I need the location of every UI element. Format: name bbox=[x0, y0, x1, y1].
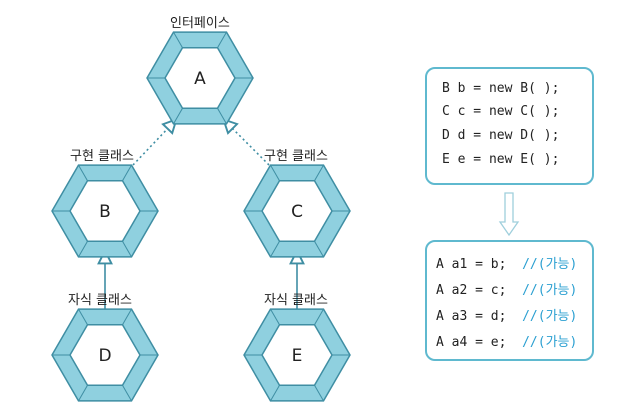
down-arrow-icon bbox=[498, 192, 520, 237]
edge-b-to-a bbox=[132, 124, 172, 166]
node-label: C bbox=[291, 202, 303, 222]
declaration-line: B b = new B( ); bbox=[442, 81, 560, 96]
hexagon-inner bbox=[164, 46, 236, 110]
assignment-line: A a2 = c; //(가능) bbox=[436, 279, 577, 298]
hexagon-facet-line bbox=[122, 308, 132, 325]
hexagon-facet-line bbox=[314, 241, 324, 258]
assignment-comment: //(가능) bbox=[522, 309, 578, 324]
declaration-line: E e = new E( ); bbox=[442, 152, 560, 167]
hexagon-facet-line bbox=[217, 31, 227, 48]
hexagon-facet-line bbox=[78, 385, 88, 402]
assignment-line: A a1 = b; //(가능) bbox=[436, 253, 577, 272]
node-e: E bbox=[243, 308, 351, 402]
node-c: C bbox=[243, 164, 351, 258]
hexagon-facet-line bbox=[270, 241, 280, 258]
assignment-code: A a3 = d; bbox=[436, 309, 507, 324]
hexagon-inner bbox=[261, 323, 333, 387]
caption-b: 구현 클래스 bbox=[70, 149, 134, 164]
declaration-line: D d = new D( ); bbox=[442, 128, 560, 143]
node-label: D bbox=[98, 346, 111, 366]
assignment-code: A a1 = b; bbox=[436, 257, 507, 272]
node-label: E bbox=[292, 346, 303, 366]
assignment-line: A a3 = d; //(가능) bbox=[436, 305, 577, 324]
caption-d: 자식 클래스 bbox=[68, 293, 132, 308]
edge-c-to-a bbox=[228, 124, 270, 166]
assignment-comment: //(가능) bbox=[522, 335, 578, 350]
hexagon-facet-line bbox=[173, 31, 183, 48]
declarations-box bbox=[425, 67, 594, 185]
node-label: A bbox=[194, 69, 206, 89]
caption-c: 구현 클래스 bbox=[264, 149, 328, 164]
caption-e: 자식 클래스 bbox=[264, 293, 328, 308]
hexagon-facet-line bbox=[122, 385, 132, 402]
assignment-line: A a4 = e; //(가능) bbox=[436, 331, 577, 350]
hexagon-facet-line bbox=[270, 308, 280, 325]
hexagon-facet-line bbox=[314, 164, 324, 181]
node-d: D bbox=[51, 308, 159, 402]
node-b: B bbox=[51, 164, 159, 258]
assignments-box bbox=[425, 240, 594, 361]
hexagon-facet-line bbox=[270, 385, 280, 402]
node-a: A bbox=[146, 31, 254, 125]
declaration-line: C c = new C( ); bbox=[442, 104, 560, 119]
caption-a: 인터페이스 bbox=[170, 16, 230, 31]
hexagon-facet-line bbox=[270, 164, 280, 181]
hexagon-facet-line bbox=[217, 108, 227, 125]
assignment-comment: //(가능) bbox=[522, 283, 578, 298]
hexagon-facet-line bbox=[122, 164, 132, 181]
hexagon-facet-line bbox=[122, 241, 132, 258]
assignment-comment: //(가능) bbox=[522, 257, 578, 272]
hexagon-facet-line bbox=[173, 108, 183, 125]
hexagon-facet-line bbox=[78, 308, 88, 325]
hexagon-facet-line bbox=[314, 385, 324, 402]
hexagon-inner bbox=[69, 323, 141, 387]
hexagon-inner bbox=[261, 179, 333, 243]
hexagon-facet-line bbox=[78, 241, 88, 258]
hexagon-inner bbox=[69, 179, 141, 243]
hexagon-facet-line bbox=[314, 308, 324, 325]
node-label: B bbox=[99, 202, 111, 222]
assignment-code: A a2 = c; bbox=[436, 283, 507, 298]
assignment-code: A a4 = e; bbox=[436, 335, 507, 350]
hexagon-facet-line bbox=[78, 164, 88, 181]
